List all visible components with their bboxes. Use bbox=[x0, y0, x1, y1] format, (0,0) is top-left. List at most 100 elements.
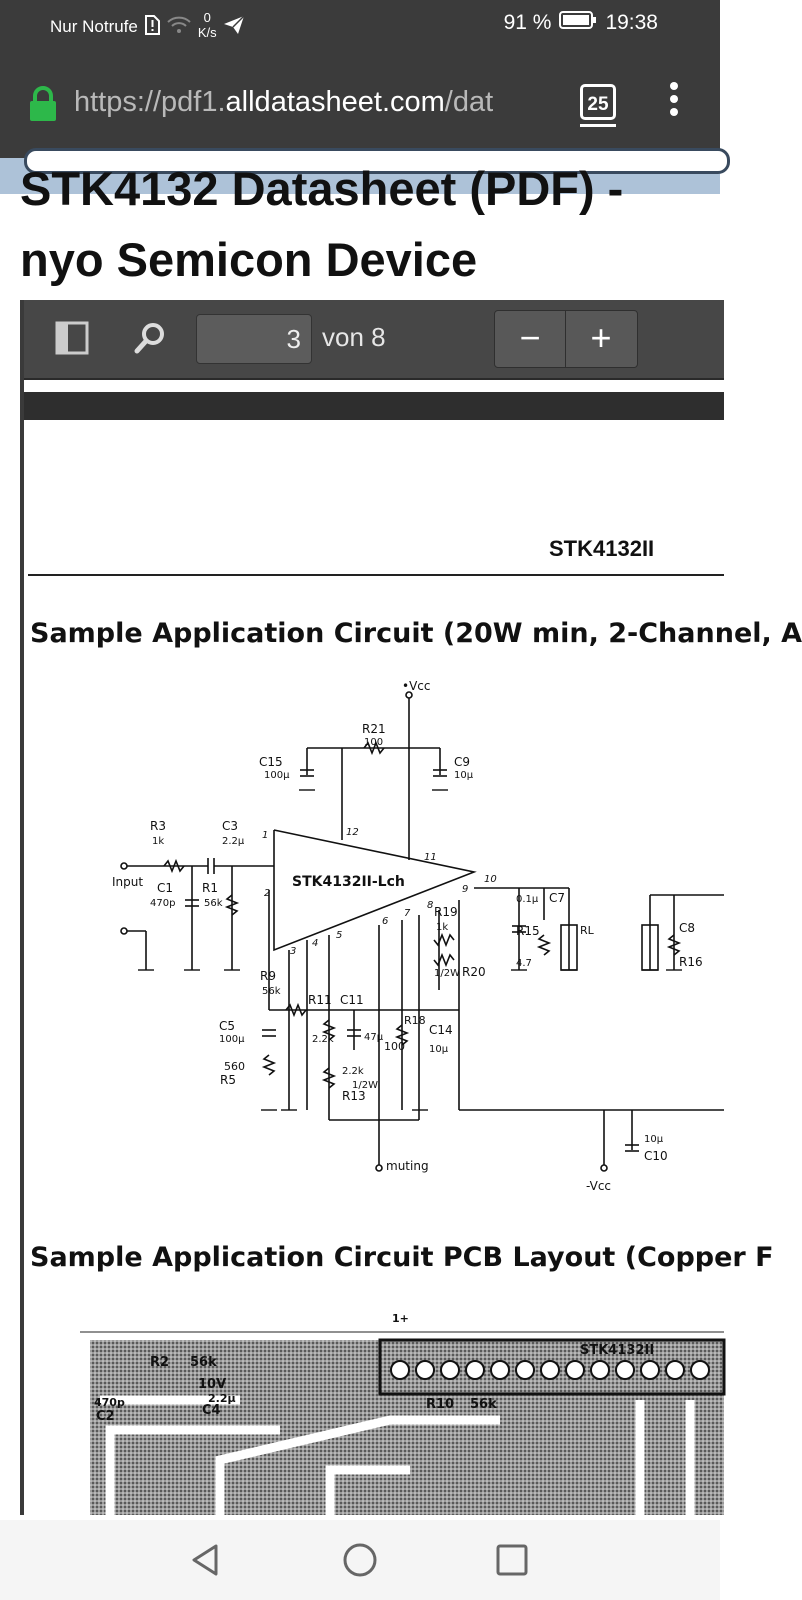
comp-r9: R9 bbox=[260, 969, 276, 983]
zoom-controls: − + bbox=[494, 310, 638, 368]
lock-icon[interactable] bbox=[28, 86, 58, 127]
pcb-label-22u: 2.2µ bbox=[208, 1392, 236, 1405]
comp-c9-val: 10µ bbox=[454, 770, 474, 781]
net-speed: 0 K/s bbox=[198, 10, 217, 40]
comp-rl: RL bbox=[580, 924, 595, 937]
comp-r18: R18 bbox=[404, 1014, 426, 1027]
net-speed-value: 0 bbox=[203, 10, 211, 25]
comp-r11: R11 bbox=[308, 993, 332, 1007]
comp-r13: R13 bbox=[342, 1089, 366, 1103]
comp-r15-val: 4.7 bbox=[516, 958, 532, 969]
vcc-label: •Vcc bbox=[402, 679, 430, 693]
pin-12: 12 bbox=[346, 827, 359, 838]
recents-icon[interactable] bbox=[492, 1540, 532, 1580]
home-icon[interactable] bbox=[340, 1540, 380, 1580]
pcb-label-r10-val: 56k bbox=[470, 1397, 497, 1412]
pcb-label-c2: C2 bbox=[96, 1409, 115, 1424]
tab-switcher-button[interactable]: 25 bbox=[580, 84, 616, 127]
comp-r5: R5 bbox=[220, 1073, 236, 1087]
kebab-menu-icon[interactable] bbox=[668, 82, 680, 122]
comp-c5-val: 100µ bbox=[219, 1034, 245, 1045]
pdf-viewer[interactable]: 3 von 8 − + STK4132II Sample Application… bbox=[20, 300, 802, 1515]
pin-3: 3 bbox=[290, 946, 296, 957]
comp-r16: R16 bbox=[679, 955, 703, 969]
net-speed-unit: K/s bbox=[197, 25, 217, 40]
zoom-out-button[interactable]: − bbox=[519, 317, 541, 358]
comp-c7: C7 bbox=[549, 891, 565, 905]
zoom-in-button[interactable]: + bbox=[590, 317, 612, 358]
url-domain: alldatasheet.com bbox=[225, 86, 445, 118]
comp-c8: C8 bbox=[679, 921, 695, 935]
page-title-cut: STK4132 Datasheet (PDF) - bbox=[20, 162, 624, 215]
comp-r9-val: 56k bbox=[262, 986, 281, 997]
pcb-label-10v: 10V bbox=[198, 1377, 226, 1392]
circuit-schematic: •Vcc STK4132II-Lch Input muting -Vcc R21… bbox=[112, 679, 724, 1193]
comp-r21: R21 bbox=[362, 722, 386, 736]
pin-11: 11 bbox=[424, 852, 437, 863]
comp-c11: C11 bbox=[340, 993, 364, 1007]
wifi-icon bbox=[166, 15, 192, 40]
comp-c3-val: 2.2µ bbox=[222, 836, 245, 847]
battery-percent: 91 % bbox=[503, 11, 552, 34]
pcb-label-470p: 470p bbox=[94, 1396, 125, 1409]
section-title-circuit: Sample Application Circuit (20W min, 2-C… bbox=[30, 618, 802, 649]
pin-5: 5 bbox=[336, 930, 342, 941]
address-bar[interactable]: https://pdf1.alldatasheet.com/dat bbox=[74, 86, 554, 119]
comp-r18-val: 100 bbox=[384, 1040, 405, 1053]
system-navigation-bar bbox=[0, 1520, 720, 1600]
ic-label: STK4132II-Lch bbox=[292, 874, 405, 890]
url-prefix: https://pdf1. bbox=[74, 86, 226, 118]
pdf-page-header: STK4132II bbox=[549, 536, 655, 561]
comp-r5-val: 560 bbox=[224, 1060, 245, 1073]
clock: 19:38 bbox=[605, 11, 658, 34]
pcb-label-r2-val: 56k bbox=[190, 1355, 217, 1370]
comp-c14-val: 10µ bbox=[429, 1044, 449, 1055]
comp-c1: C1 bbox=[157, 881, 173, 895]
pcb-label-r10: R10 bbox=[426, 1397, 454, 1412]
pin-9: 9 bbox=[462, 884, 468, 895]
comp-c7-val: 0.1µ bbox=[516, 894, 539, 905]
comp-r1: R1 bbox=[202, 881, 218, 895]
comp-r3: R3 bbox=[150, 819, 166, 833]
sim-alert-icon bbox=[144, 14, 160, 40]
back-icon[interactable] bbox=[186, 1540, 226, 1580]
comp-r11-val: 2.2k bbox=[312, 1034, 334, 1045]
pin-4: 4 bbox=[312, 938, 318, 949]
pin-2: 2 bbox=[264, 888, 270, 899]
page-title: nyo Semicon Device bbox=[20, 233, 478, 286]
search-icon[interactable] bbox=[130, 318, 170, 358]
pcb-label-ic: STK4132II bbox=[580, 1343, 654, 1358]
comp-c9: C9 bbox=[454, 755, 470, 769]
battery-icon bbox=[559, 10, 597, 36]
url-rest: /dat bbox=[444, 86, 494, 118]
comp-r19-val: 1k bbox=[436, 922, 448, 933]
pin-6: 6 bbox=[382, 916, 388, 927]
page-count-label: von 8 bbox=[322, 322, 386, 352]
comp-r21-val: 100 bbox=[364, 737, 383, 748]
status-bar: Nur Notrufe 0 K/s 91 % 19:38 bbox=[0, 0, 720, 50]
pin-1: 1 bbox=[262, 830, 268, 841]
pcb-label-c4: C4 bbox=[202, 1403, 221, 1418]
comp-c14: C14 bbox=[429, 1023, 453, 1037]
comp-c3: C3 bbox=[222, 819, 238, 833]
comp-r19-watt: 1/2W bbox=[434, 968, 460, 979]
sidebar-toggle-icon[interactable] bbox=[54, 318, 90, 358]
pcb-label-plus: 1+ bbox=[392, 1312, 409, 1325]
pdf-header-rule bbox=[28, 574, 724, 576]
pdf-page-top-band bbox=[24, 392, 724, 420]
schematic-labels: •Vcc STK4132II-Lch Input muting -Vcc R21… bbox=[112, 679, 703, 1193]
page-number-input[interactable]: 3 bbox=[196, 314, 312, 364]
carrier-label: Nur Notrufe bbox=[50, 17, 138, 36]
comp-c11-val: 47µ bbox=[364, 1032, 384, 1043]
comp-c5: C5 bbox=[219, 1019, 235, 1033]
comp-c15: C15 bbox=[259, 755, 283, 769]
comp-r19: R19 bbox=[434, 905, 458, 919]
status-left: Nur Notrufe 0 K/s bbox=[50, 10, 245, 40]
comp-r13-watt: 1/2W bbox=[352, 1080, 378, 1091]
neg-vcc-label: -Vcc bbox=[586, 1179, 611, 1193]
pin-8: 8 bbox=[427, 900, 433, 911]
comp-c15-val: 100µ bbox=[264, 770, 290, 781]
telegram-icon bbox=[223, 14, 245, 40]
comp-r1-val: 56k bbox=[204, 898, 223, 909]
comp-c1-val: 470p bbox=[150, 898, 175, 909]
